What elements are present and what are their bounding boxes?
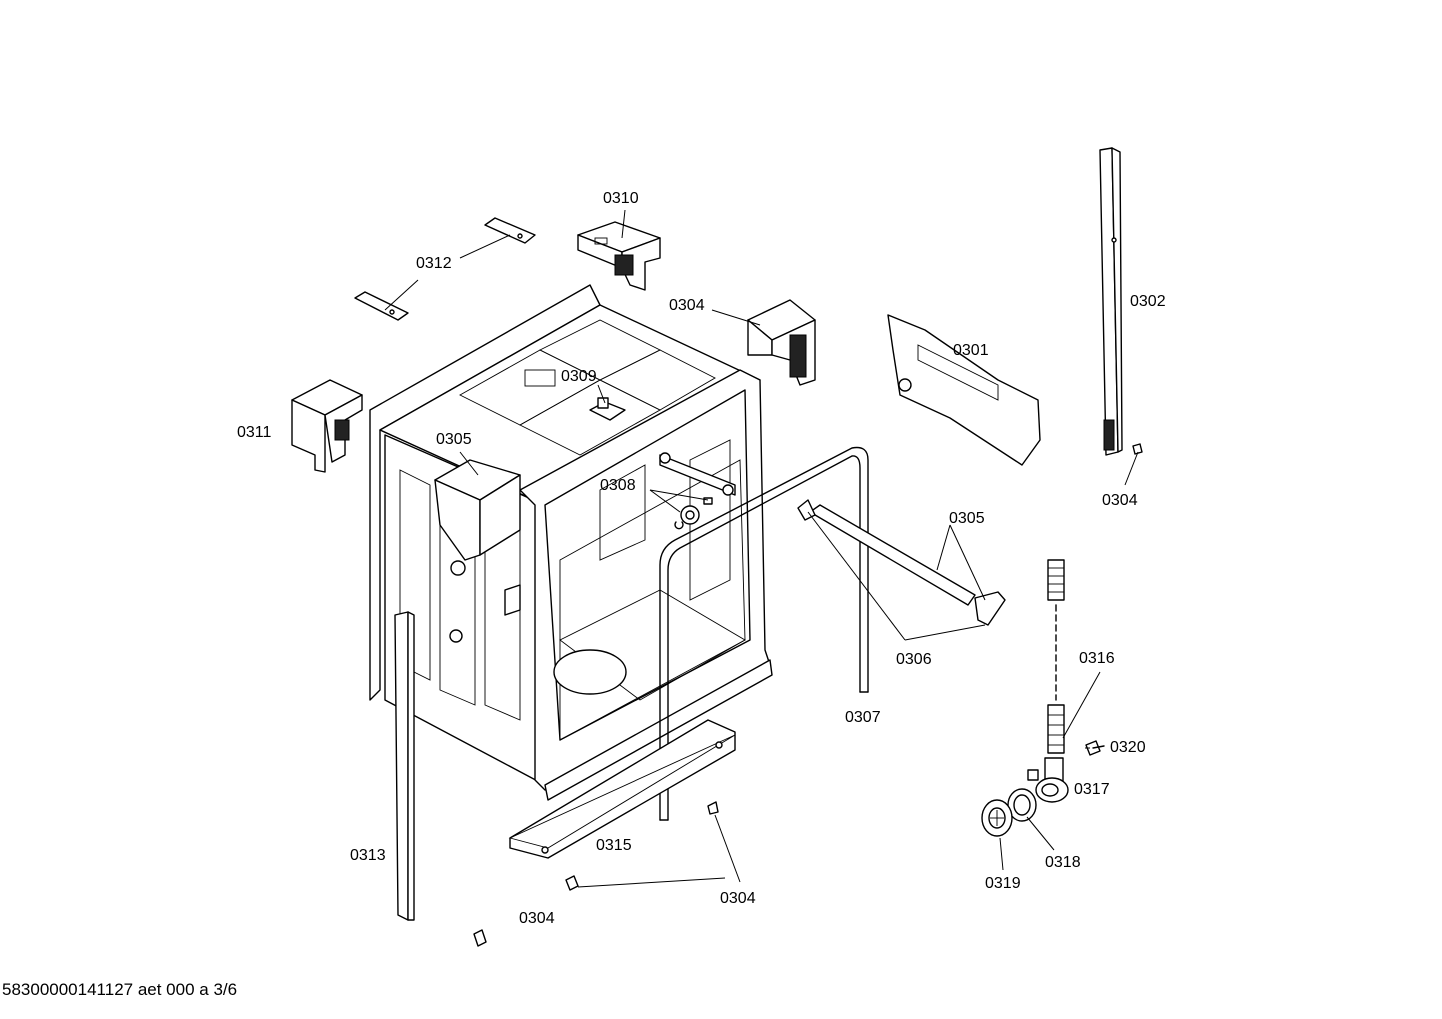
label-0301: 0301	[953, 342, 989, 359]
label-0305-right: 0305	[949, 510, 985, 527]
bar-0315-part	[508, 719, 736, 859]
cap-0319-part	[981, 799, 1013, 837]
label-0304-bottom: 0304	[519, 910, 555, 927]
clip-0312-upper-part	[484, 217, 536, 244]
label-0313: 0313	[350, 847, 386, 864]
strip-0313-part	[394, 611, 415, 921]
hose-0316-part	[1047, 559, 1065, 754]
label-0320: 0320	[1110, 739, 1146, 756]
label-0318: 0318	[1045, 854, 1081, 871]
screw-0304-right-part	[1132, 443, 1143, 455]
rod-0305-part	[797, 499, 1006, 626]
label-0317: 0317	[1074, 781, 1110, 798]
rail-0302-part	[1099, 147, 1123, 456]
washer-0308-part	[674, 497, 713, 530]
screw-0304-bottom-part	[473, 929, 487, 947]
label-0304-top: 0304	[669, 297, 705, 314]
label-0302: 0302	[1130, 293, 1166, 310]
bracket-0311-part	[291, 379, 363, 473]
label-0304-mid: 0304	[720, 890, 756, 907]
label-0310: 0310	[603, 190, 639, 207]
label-0307: 0307	[845, 709, 881, 726]
elbow-0317-part	[1027, 757, 1069, 803]
clip-0312-lower-part	[354, 291, 409, 321]
clip-0309-part	[589, 397, 626, 421]
label-0306: 0306	[896, 651, 932, 668]
label-0311: 0311	[237, 424, 272, 441]
door-seal-0307-part	[659, 446, 869, 821]
tub-part	[369, 284, 773, 801]
bracket-0304-top-part	[747, 299, 816, 386]
label-0319: 0319	[985, 875, 1021, 892]
label-0308: 0308	[600, 477, 636, 494]
label-0312: 0312	[416, 255, 452, 272]
part-labels: 0310 0312 0304 0302 0301 0309 0311 0305 …	[237, 190, 1166, 927]
screw-0304-low-part	[565, 875, 579, 891]
document-footer-code: 58300000141127 aet 000 a 3/6	[2, 980, 238, 999]
label-0304-right: 0304	[1102, 492, 1138, 509]
label-0309: 0309	[561, 368, 597, 385]
screw-0320-part	[1085, 740, 1105, 756]
plate-0301-part	[887, 314, 1041, 466]
label-0315: 0315	[596, 837, 632, 854]
screw-0304-mid-part	[707, 801, 719, 815]
label-0305-left: 0305	[436, 431, 472, 448]
bracket-0305-left-part	[434, 459, 521, 561]
bracket-0310-part	[577, 221, 661, 291]
ring-0318-part	[1007, 788, 1037, 822]
leader-lines	[384, 209, 1139, 888]
label-0316: 0316	[1079, 650, 1115, 667]
